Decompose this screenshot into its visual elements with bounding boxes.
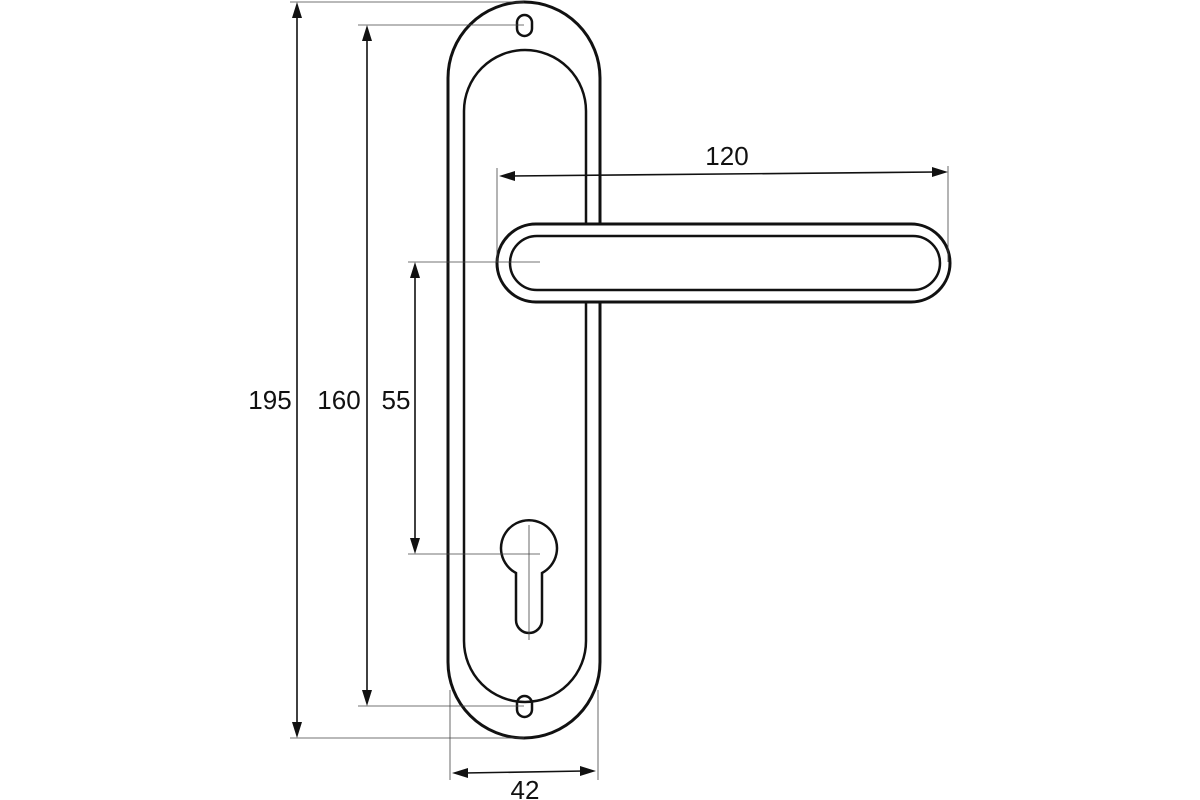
screw-hole-bottom: [515, 694, 534, 719]
dimension-handle-length: [499, 167, 948, 181]
lever-handle-inner-outline: [508, 234, 942, 292]
backplate-outer-outline: [446, 0, 602, 740]
lever-handle-outer-outline: [495, 222, 952, 304]
backplate-inner-outline: [462, 48, 588, 704]
dimension-label-195: 195: [248, 385, 291, 415]
extension-lines: [290, 1, 949, 780]
screw-hole-top: [515, 13, 534, 38]
dimension-label-55: 55: [382, 385, 411, 415]
backplate: [446, 0, 602, 740]
dimension-handle-to-cylinder: [410, 262, 420, 554]
dimension-screw-spacing: [362, 25, 372, 706]
dimension-plate-width: [452, 766, 596, 778]
dimension-overall-height: [292, 2, 302, 738]
dimension-label-42: 42: [511, 775, 540, 800]
dimension-label-160: 160: [317, 385, 360, 415]
dimension-label-120: 120: [705, 141, 748, 171]
screw-holes: [515, 13, 534, 719]
lever-handle: [495, 222, 952, 304]
